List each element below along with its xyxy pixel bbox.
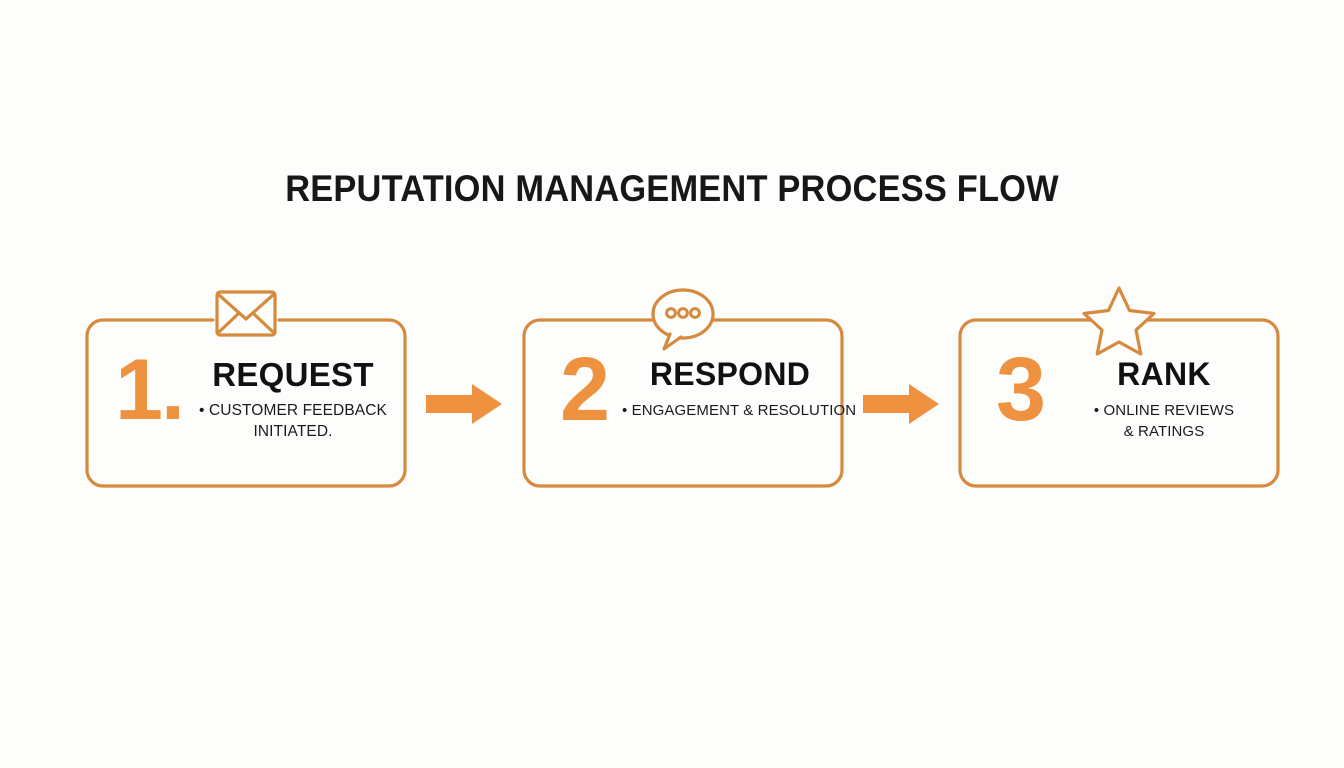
step-body-3: RANK • ONLINE REVIEWS & RATINGS: [1058, 356, 1270, 442]
step-title-2: RESPOND: [649, 356, 811, 392]
process-step-card-3[interactable]: 3 RANK • ONLINE REVIEWS & RATINGS: [958, 286, 1280, 488]
star-icon: [1067, 282, 1171, 360]
process-step-card-2[interactable]: 2 RESPOND • ENGAGEMENT & RESOLUTION: [522, 288, 857, 488]
step-description-line-1: • CUSTOMER FEEDBACK: [199, 402, 387, 419]
envelope-icon: [194, 282, 298, 360]
step-description-line-1: • ONLINE REVIEWS: [1093, 402, 1235, 419]
step-title-1: REQUEST: [212, 356, 374, 393]
step-description-1: • CUSTOMER FEEDBACK INITIATED.: [189, 400, 397, 442]
arrow-2: [861, 382, 941, 426]
speech-bubble-icon: [631, 282, 735, 360]
step-number-3: 3: [995, 340, 1046, 440]
process-step-card-1[interactable]: 1. REQUEST • CUSTOMER FEEDBACK INITIATED…: [85, 290, 407, 488]
step-description-line-2: & RATINGS: [1123, 423, 1205, 440]
step-description-2: • ENGAGEMENT & RESOLUTION: [622, 402, 857, 419]
arrow-1: [424, 382, 504, 426]
step-title-3: RANK: [1117, 356, 1211, 392]
step-number-1: 1.: [115, 342, 185, 438]
step-description-3: • ONLINE REVIEWS & RATINGS: [1058, 400, 1270, 442]
step-number-2: 2: [559, 340, 610, 440]
step-body-2: RESPOND • ENGAGEMENT & RESOLUTION: [622, 356, 857, 421]
step-body-1: REQUEST • CUSTOMER FEEDBACK INITIATED.: [189, 356, 397, 442]
step-description-line-2: INITIATED.: [253, 423, 333, 440]
page-title: REPUTATION MANAGEMENT PROCESS FLOW: [285, 168, 1059, 209]
